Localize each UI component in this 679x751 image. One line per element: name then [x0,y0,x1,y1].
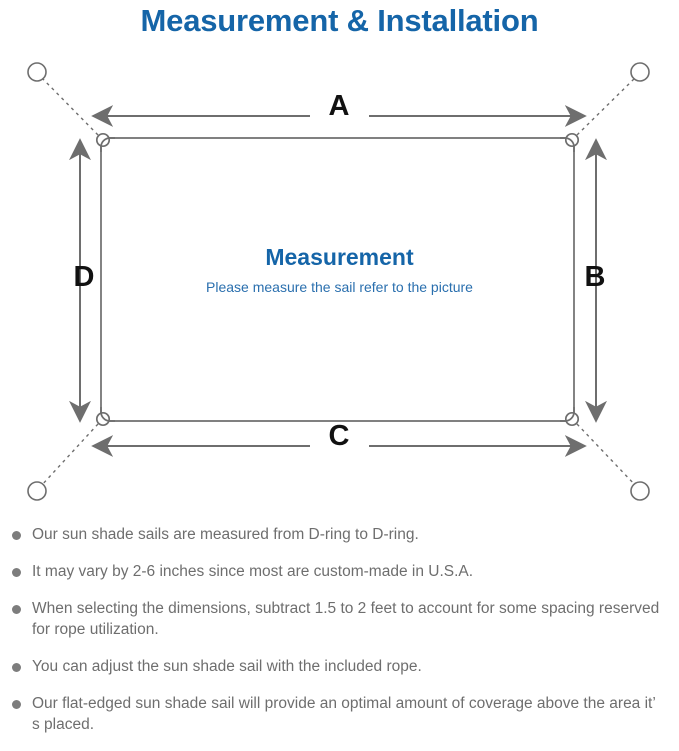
d-ring-bottom-left [95,411,111,427]
list-item: You can adjust the sun shade sail with t… [0,656,679,677]
rope-bottom-left [40,423,99,487]
rope-top-left [40,76,99,136]
list-item: Our flat-edged sun shade sail will provi… [0,693,679,735]
sun-shade-sail-measurement-diagram: Measurement Please measure the sail refe… [0,46,679,516]
bullet-icon [12,605,21,614]
dimension-label-b: B [584,261,606,293]
dimension-label-d: D [73,261,95,293]
notes-list: Our sun shade sails are measured from D-… [0,524,679,751]
dimension-label-c: C [328,420,350,452]
bullet-icon [12,700,21,709]
rope-top-right [576,76,637,136]
bullet-icon [12,663,21,672]
note-text: It may vary by 2-6 inches since most are… [32,563,474,580]
note-text: Our flat-edged sun shade sail will provi… [32,695,656,733]
list-item: When selecting the dimensions, subtract … [0,598,679,640]
diagram-center-subtext: Please measure the sail refer to the pic… [206,279,473,295]
d-ring-bottom-right [564,411,580,427]
d-ring-top-left [95,132,111,148]
anchor-bottom-left [27,481,47,501]
diagram-center-heading: Measurement [265,244,414,270]
sail-outline [100,137,575,422]
anchor-top-right [630,62,650,82]
note-text: Our sun shade sails are measured from D-… [32,526,419,543]
anchor-bottom-right [630,481,650,501]
d-ring-top-right [564,132,580,148]
note-text: You can adjust the sun shade sail with t… [32,658,422,675]
note-text: When selecting the dimensions, subtract … [32,600,660,638]
page-title: Measurement & Installation [140,3,539,38]
bullet-icon [12,531,21,540]
rope-bottom-right [576,423,637,487]
list-item: It may vary by 2-6 inches since most are… [0,561,679,582]
anchor-top-left [27,62,47,82]
list-item: Our sun shade sails are measured from D-… [0,524,679,545]
dimension-label-a: A [328,90,350,122]
bullet-icon [12,568,21,577]
